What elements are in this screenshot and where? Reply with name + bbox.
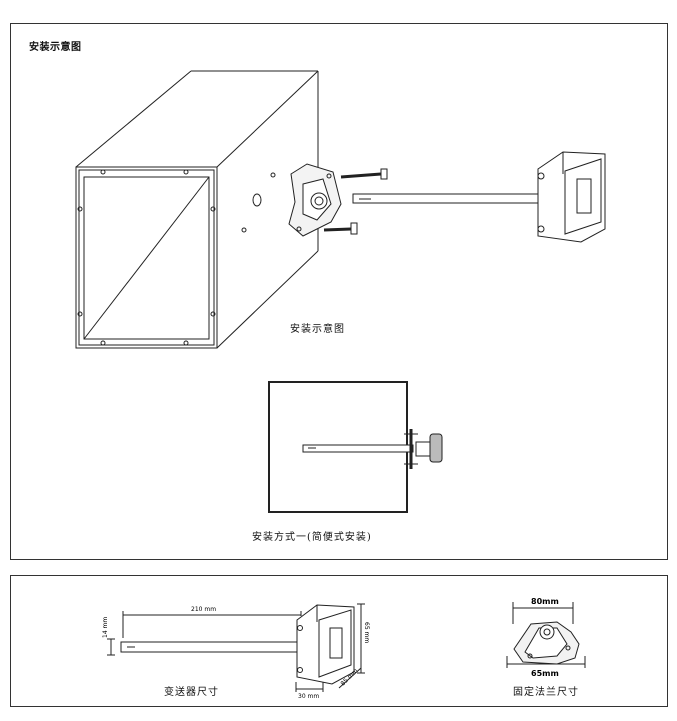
flange-bottom-label: 65mm xyxy=(531,669,559,678)
duct-diagonal xyxy=(83,176,210,340)
mounting-flange xyxy=(288,163,342,237)
panel-title: 安装示意图 xyxy=(29,42,82,53)
flange-drawing xyxy=(513,621,580,665)
width-dim xyxy=(338,667,362,689)
height-label: 65 mm xyxy=(363,622,370,643)
dimension-drawings: 210 mm 14 mm 65 mm 30 mm 85 mm 80mm 65mm xyxy=(102,597,586,700)
length-label: 210 mm xyxy=(191,606,216,613)
duct-top-left-edge xyxy=(75,70,192,168)
housing-side xyxy=(429,433,443,463)
flange-side xyxy=(404,429,418,469)
installation-diagram-panel: 安装示意图 xyxy=(10,23,668,560)
duct-top-right-edge xyxy=(216,70,319,168)
transmitter-housing xyxy=(537,151,606,243)
screw-hole-2 xyxy=(241,227,247,233)
flange-caption: 固定法兰尺寸 xyxy=(513,687,579,698)
method-caption: 安装方式一(简便式安装) xyxy=(252,532,372,543)
duct-bottom-edge xyxy=(216,250,319,349)
transmitter-caption: 变送器尺寸 xyxy=(164,687,219,698)
probe xyxy=(120,641,298,653)
depth-label: 30 mm xyxy=(298,693,319,700)
screw-bottom xyxy=(323,222,358,235)
install-caption: 安装示意图 xyxy=(290,324,345,335)
probe-tube xyxy=(352,193,539,204)
flange-top-label: 80mm xyxy=(531,597,559,606)
duct-hole xyxy=(252,193,262,207)
transmitter-body xyxy=(296,604,355,685)
screw-hole-1 xyxy=(270,172,276,178)
probe-inserted xyxy=(302,444,414,453)
screw-top xyxy=(340,168,388,180)
dimensions-panel: 210 mm 14 mm 65 mm 30 mm 85 mm 80mm 65mm… xyxy=(10,575,668,707)
dia-label: 14 mm xyxy=(102,617,109,638)
frame-holes xyxy=(77,169,216,346)
installation-illustration xyxy=(75,70,606,513)
